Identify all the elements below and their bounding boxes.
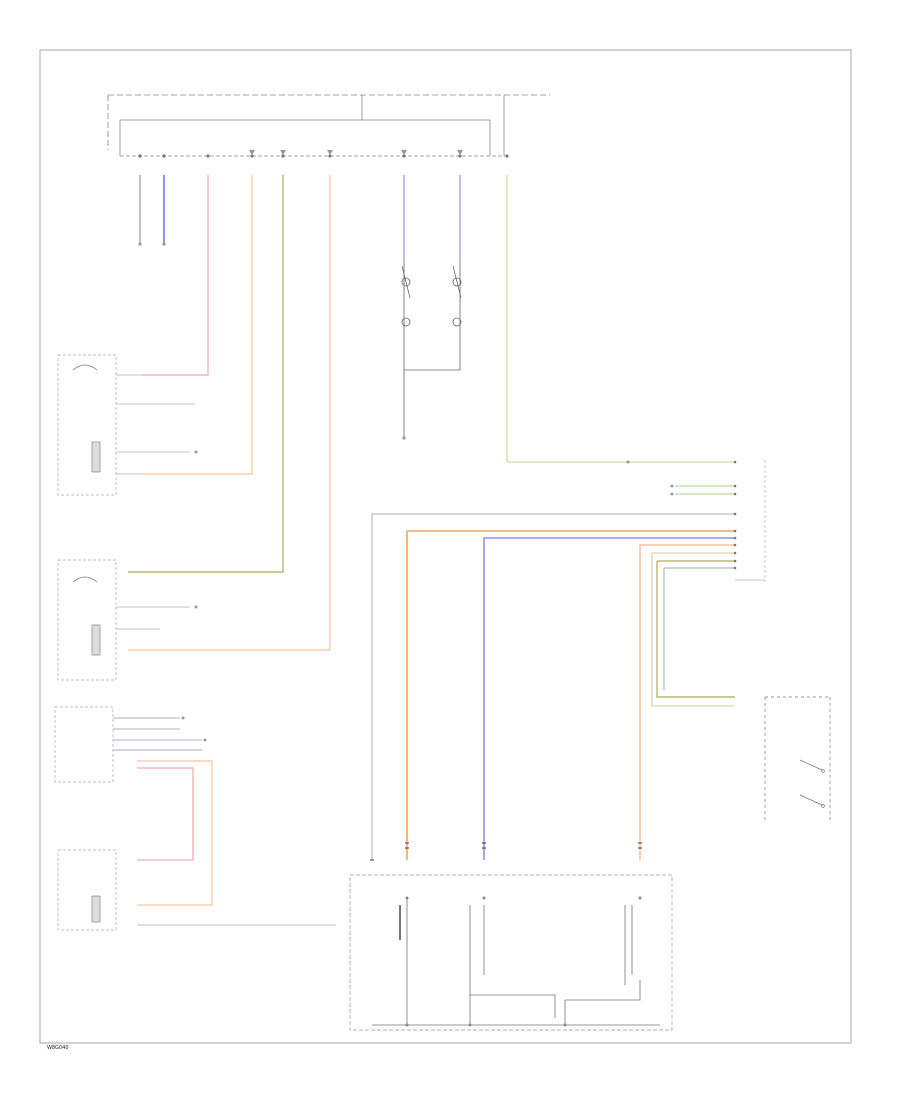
combination-switch bbox=[349, 874, 673, 1031]
central-junction-box bbox=[107, 94, 550, 158]
left-headlamp bbox=[57, 559, 198, 681]
connector-ticks bbox=[370, 842, 642, 861]
wire-bundle bbox=[128, 175, 735, 926]
height-sensor bbox=[57, 849, 117, 931]
headlamp-control-module bbox=[626, 460, 766, 582]
auto-leveling-ecu bbox=[54, 706, 207, 783]
rear-lamp-circuit bbox=[401, 260, 462, 438]
diagram-frame bbox=[39, 49, 852, 1044]
right-headlamp bbox=[57, 354, 198, 496]
diagram-id: W8G040 bbox=[47, 1045, 69, 1051]
leveling-switch bbox=[764, 696, 831, 820]
